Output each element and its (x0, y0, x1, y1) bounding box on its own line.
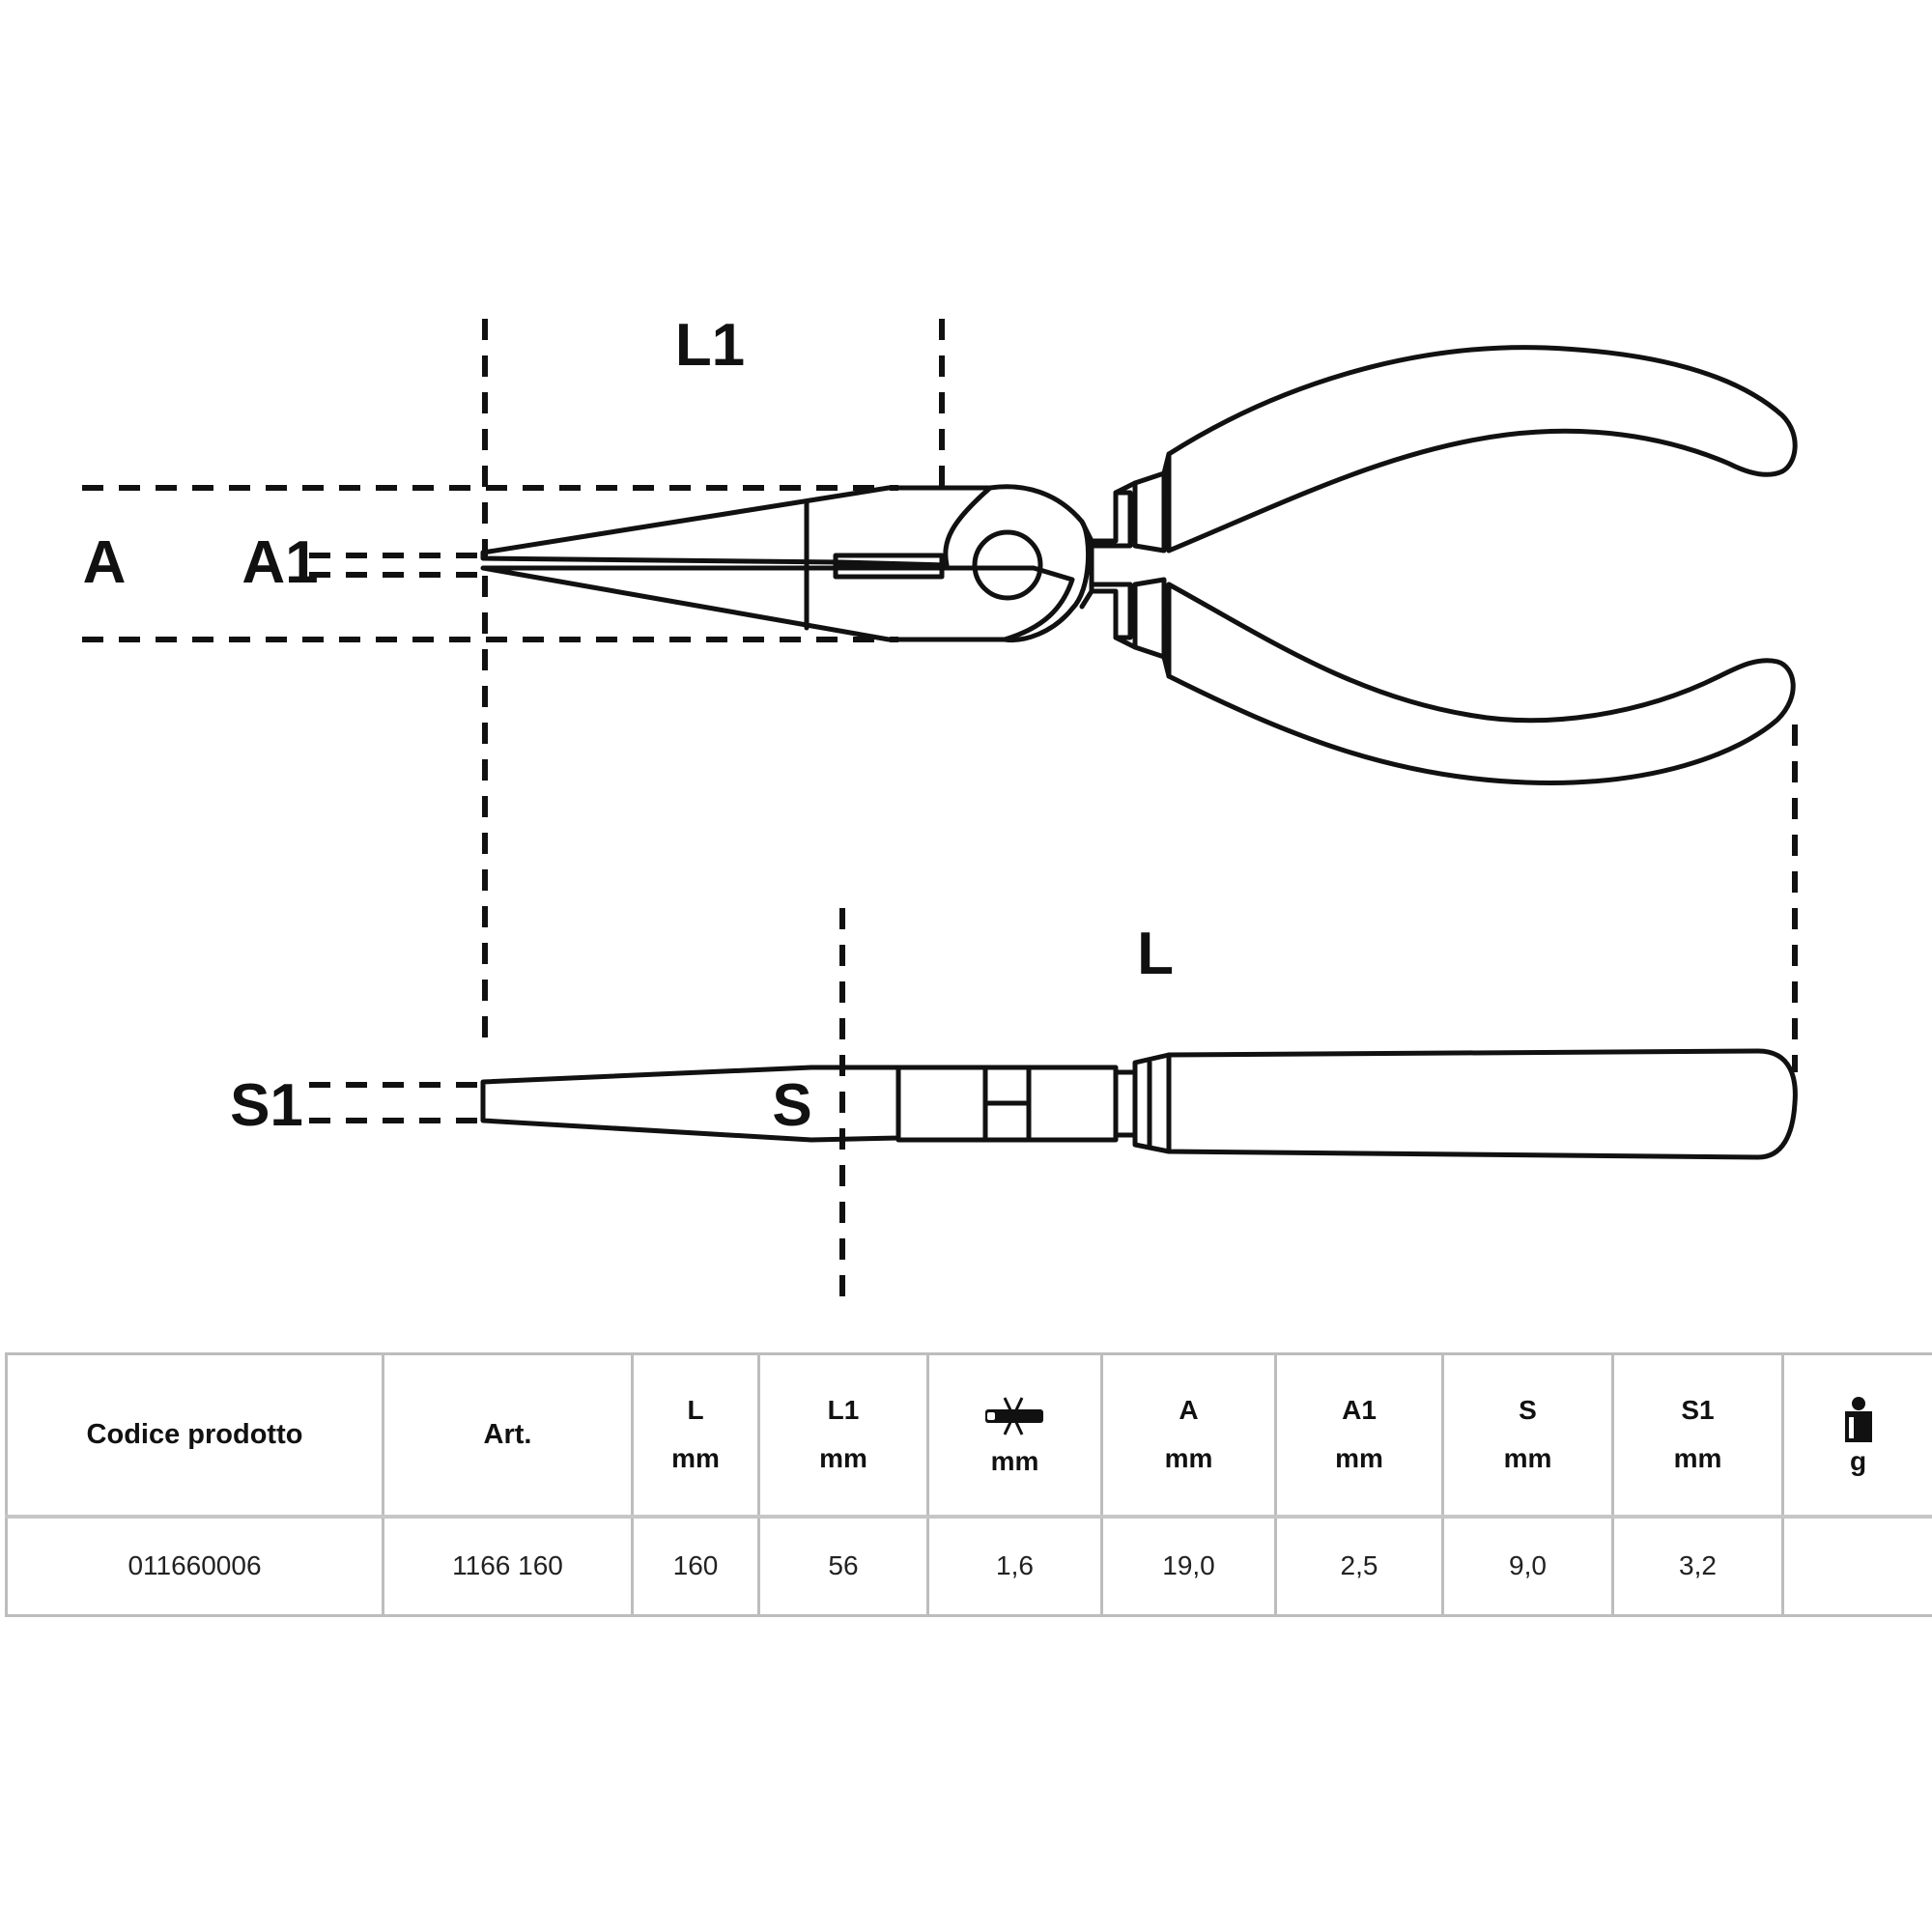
pliers-technical-drawing: L1 A A1 L S1 S (82, 312, 1798, 1304)
label-s: S (772, 1072, 811, 1139)
upper-handle (1161, 345, 1798, 554)
header-a1: A1 mm (1274, 1353, 1444, 1519)
header-l1: L1 mm (757, 1353, 929, 1519)
header-codice-prodotto: Codice prodotto (5, 1353, 384, 1519)
cell-a: 19,0 (1100, 1516, 1277, 1617)
label-a1: A1 (242, 529, 318, 596)
side-neck (1113, 1069, 1138, 1138)
joint-plate (987, 484, 1091, 643)
cell-s1: 3,2 (1611, 1516, 1784, 1617)
lower-jaw (480, 565, 1075, 642)
cell-art: 1166 160 (382, 1516, 634, 1617)
wire-cut-icon (931, 1394, 1099, 1442)
cell-l: 160 (631, 1516, 760, 1617)
lower-handle (1161, 582, 1796, 785)
spec-table: Codice prodotto Art. L mm L1 mm (5, 1352, 1932, 1617)
cell-wire-cut: 1,6 (926, 1516, 1103, 1617)
dimension-lines (82, 319, 1798, 1304)
header-s1: S1 mm (1611, 1353, 1784, 1519)
cell-weight (1781, 1516, 1932, 1617)
table-row: 011660006 1166 160 160 56 1,6 19,0 2,5 9… (5, 1516, 1932, 1617)
header-wire-cut: mm (926, 1353, 1103, 1519)
header-a: A mm (1100, 1353, 1277, 1519)
label-a: A (83, 529, 127, 596)
header-art: Art. (382, 1353, 634, 1519)
label-l1: L1 (675, 312, 745, 379)
upper-collar (1132, 470, 1167, 554)
header-s: S mm (1441, 1353, 1614, 1519)
table-header-row: Codice prodotto Art. L mm L1 mm (5, 1353, 1932, 1519)
cell-s: 9,0 (1441, 1516, 1614, 1617)
weight-icon (1786, 1394, 1931, 1443)
label-l: L (1137, 921, 1174, 987)
header-l: L mm (631, 1353, 760, 1519)
pivot-circle (972, 529, 1043, 601)
cell-codice-prodotto: 011660006 (5, 1516, 384, 1617)
side-jaw (480, 1065, 901, 1143)
side-handle (1166, 1048, 1798, 1160)
label-s1: S1 (230, 1072, 303, 1139)
cell-a1: 2,5 (1274, 1516, 1444, 1617)
neck (1079, 519, 1094, 610)
header-weight: g (1781, 1353, 1932, 1519)
cell-l1: 56 (757, 1516, 929, 1617)
lower-collar (1132, 577, 1167, 660)
